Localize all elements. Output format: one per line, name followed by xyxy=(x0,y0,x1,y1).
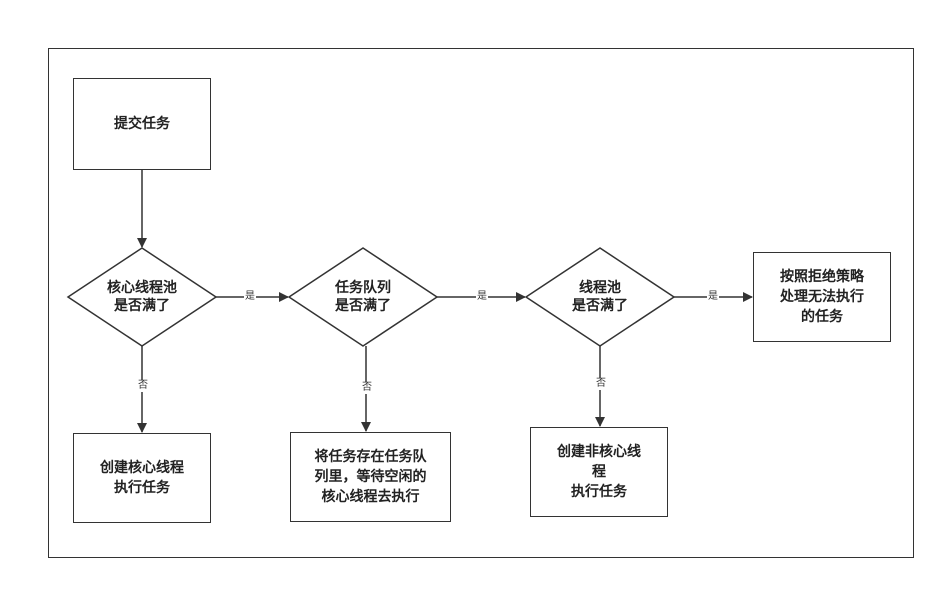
decision-pool-full: 线程池 是否满了 xyxy=(572,280,628,314)
edge-label-no-pool: 否 xyxy=(595,378,607,390)
edge-label-yes-queue: 是 xyxy=(476,291,488,303)
node-create-noncore-thread: 创建非核心线 程 执行任务 xyxy=(530,427,668,517)
diagram-frame xyxy=(48,48,914,558)
decision-queue-full: 任务队列 是否满了 xyxy=(335,280,391,314)
decision-core-pool-full: 核心线程池 是否满了 xyxy=(107,280,177,314)
node-reject-policy: 按照拒绝策略 处理无法执行 的任务 xyxy=(753,252,891,342)
edge-label-no-queue: 否 xyxy=(361,382,373,394)
node-create-core-thread: 创建核心线程 执行任务 xyxy=(73,433,211,523)
node-submit-task: 提交任务 xyxy=(73,78,211,170)
edge-label-yes-core: 是 xyxy=(244,291,256,303)
edge-label-yes-pool: 是 xyxy=(707,291,719,303)
node-enqueue-task: 将任务存在任务队 列里，等待空闲的 核心线程去执行 xyxy=(290,432,451,522)
decision-queue-shape xyxy=(287,247,439,347)
edge-label-no-core: 否 xyxy=(137,380,149,392)
